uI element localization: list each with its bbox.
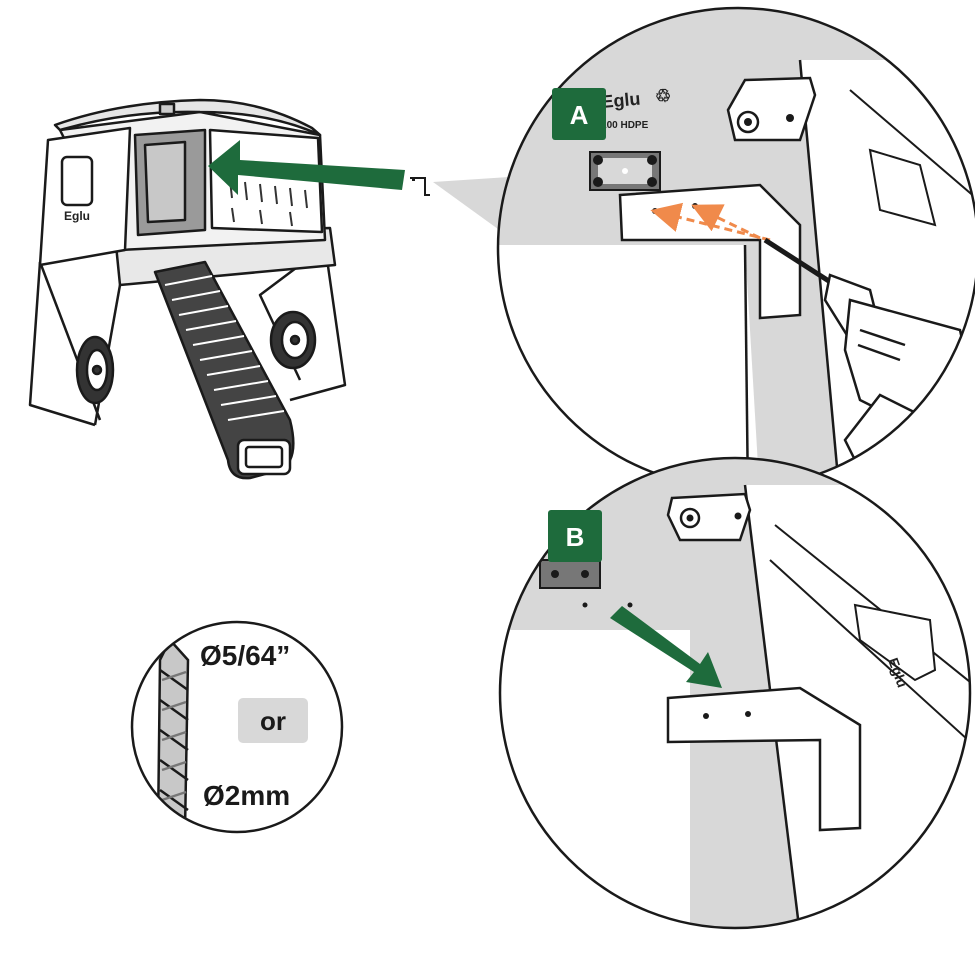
svg-text:B: B bbox=[566, 522, 585, 552]
svg-text:♲: ♲ bbox=[655, 86, 671, 106]
drill-bit-size-circle: Ø5/64” or Ø2mm bbox=[130, 620, 344, 834]
drill-size-connector: or bbox=[260, 706, 286, 736]
drill-size-metric: Ø2mm bbox=[203, 780, 290, 811]
green-diagonal-arrow-icon bbox=[610, 606, 722, 688]
step-label-b: B bbox=[548, 510, 602, 562]
drill-size-imperial: Ø5/64” bbox=[200, 640, 290, 671]
green-arrow-icon bbox=[208, 140, 405, 195]
or-badge bbox=[238, 698, 308, 743]
wheel-right bbox=[269, 310, 317, 370]
wheel-left bbox=[75, 335, 115, 405]
svg-text:1100 HDPE: 1100 HDPE bbox=[596, 120, 649, 131]
detail-circle-b: Eglu bbox=[498, 456, 972, 930]
svg-text:A: A bbox=[570, 100, 589, 130]
detail-circle-a: Eglu ♲ 1100 HDPE bbox=[496, 6, 975, 490]
svg-text:Eglu: Eglu bbox=[64, 209, 90, 223]
svg-text:Eglu: Eglu bbox=[601, 89, 642, 112]
step-label-a: A bbox=[552, 88, 606, 140]
chicken-coop-illustration: Eglu bbox=[28, 98, 347, 480]
bracket-part-icon bbox=[410, 177, 430, 196]
